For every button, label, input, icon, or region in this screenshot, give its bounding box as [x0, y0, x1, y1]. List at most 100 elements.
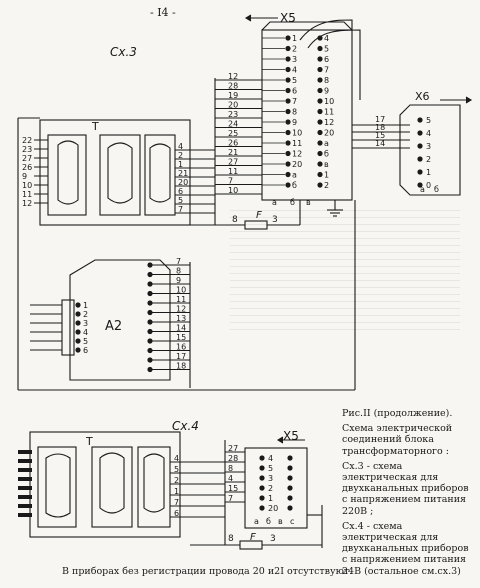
x6-pin-label: 2	[426, 155, 431, 164]
t-left-pin-label: 26	[22, 163, 32, 172]
x5s4-pin	[259, 485, 265, 491]
x5s4-pin	[287, 505, 293, 511]
x5s4-pin	[287, 475, 293, 481]
x5s4-wire-label: 8	[228, 464, 233, 473]
t4-left-pin	[18, 477, 32, 481]
a2-left-pin	[75, 347, 81, 353]
x5s4-pin	[259, 475, 265, 481]
x5-pin-label: 8	[292, 108, 297, 117]
x5-pin	[317, 56, 323, 62]
x5-pin-label: 11	[292, 139, 302, 148]
fuse4-label: F	[250, 532, 256, 543]
t4-left-pin	[18, 459, 32, 463]
t-left-pin-label: 12	[22, 199, 32, 208]
x5-wire-label: 12	[228, 72, 238, 81]
x5-pin	[285, 182, 291, 188]
x5-wire-label: 10	[228, 186, 238, 195]
x5-pin	[317, 182, 323, 188]
x5-s4-label: X5	[283, 429, 299, 443]
x5s4-pin	[287, 465, 293, 471]
t4-right-pin-label: 1	[174, 487, 179, 496]
t4-right-pin-label: 7	[174, 498, 179, 507]
x5-pin	[285, 56, 291, 62]
t4-left-pin	[18, 495, 32, 499]
x5-pin	[285, 98, 291, 104]
a2-right-pin-label: 14	[176, 324, 186, 333]
t-right-pin-label: 4	[178, 142, 183, 151]
a2-label: A2	[105, 319, 122, 334]
x5-pin-label: 7	[292, 97, 297, 106]
x5-pin-label: б	[324, 150, 329, 159]
x5-pin	[317, 35, 323, 41]
x5-pin	[285, 119, 291, 125]
a2-right-pin-label: 11	[176, 295, 186, 304]
x6-wire-label: 14	[375, 139, 385, 148]
x5-pin-label: 7	[324, 66, 329, 75]
fuse-f-symbol	[244, 220, 268, 230]
transformer4-label: T	[85, 435, 93, 448]
t4-left-pin	[18, 504, 32, 508]
t4-left-pin	[18, 468, 32, 472]
x5-pin-label: 6	[292, 87, 297, 96]
t-left-pin-label: 10	[22, 181, 32, 190]
a2-right-pin-label: 15	[176, 333, 186, 342]
x5-pin	[285, 45, 291, 52]
x5-pin-label: 2	[292, 45, 297, 54]
x5-pin-label: 10	[324, 97, 334, 106]
a2-left-pin-label: 6	[83, 346, 88, 355]
x5-pin	[317, 140, 323, 146]
a2-right-pin-label: 17	[176, 352, 186, 361]
t-right-pin-label: 1	[178, 160, 183, 169]
t4-left-pin	[18, 513, 32, 517]
show-through-text	[230, 210, 460, 330]
wire4-3-label: 3	[270, 534, 276, 544]
x5-pin-label: 6	[324, 55, 329, 64]
t-left-pin-label: 9	[22, 172, 27, 181]
x5-label: X5	[280, 11, 296, 25]
x5-pin	[317, 150, 323, 157]
x5-pin	[317, 171, 323, 178]
x5s4-pin-label: 1	[268, 494, 273, 503]
a2-left-pin-label: 2	[83, 310, 88, 319]
x5-scheme4-block	[244, 447, 308, 529]
x5-wire-label: 7	[228, 177, 233, 186]
x5s4-bottom-label: а	[254, 517, 259, 526]
x5-bottom-label: б	[290, 198, 295, 207]
x6-pin-label: 1	[426, 168, 431, 177]
footnote: В приборах без регистрации провода 20 и2…	[62, 566, 353, 577]
fuse-label: F	[256, 210, 262, 221]
x6-pin	[417, 130, 423, 136]
x5-pin	[317, 77, 323, 83]
x5s4-pin	[287, 485, 293, 491]
x5-pin	[317, 161, 323, 167]
a2-right-pin-label: 8	[176, 267, 181, 276]
caption-line1: Схема электрической соединений блока тра…	[342, 423, 453, 457]
x5s4-bottom-label: в	[278, 517, 283, 526]
t4-right-pin-label: 5	[174, 465, 179, 474]
caption-item2: Сх.4 - схема электрическая для двухканал…	[342, 520, 469, 577]
x5s4-wire-label: 27	[228, 444, 238, 453]
transformer-core-b	[144, 134, 176, 216]
x5-pin-label: а	[324, 139, 329, 148]
a2-left-pin	[75, 329, 81, 335]
x5-pin	[317, 66, 323, 73]
x5-pin	[317, 129, 323, 136]
x5-wire-label: 20	[228, 101, 238, 110]
x5-pin-label: 9	[324, 87, 329, 96]
x5s4-wire-label: 28	[228, 454, 238, 463]
x5-pin-label: 9	[292, 118, 297, 127]
x5-pin	[317, 87, 323, 94]
a2-right-pin-label: 13	[176, 314, 186, 323]
a2-right-pin-label: 10	[176, 286, 186, 295]
t-right-pin-label: 2	[178, 151, 183, 160]
x5-pin-label: 1	[292, 34, 297, 43]
x5-wire-label: 19	[228, 91, 238, 100]
t-right-pin-label: 21	[178, 169, 188, 178]
x5-pin	[285, 66, 291, 73]
x5-pin	[317, 98, 323, 104]
x5-pin	[285, 129, 291, 136]
x5-pin-label: 2	[324, 181, 329, 190]
a2-left-pin-label: 4	[83, 328, 88, 337]
x5s4-bottom-label: б	[266, 517, 271, 526]
